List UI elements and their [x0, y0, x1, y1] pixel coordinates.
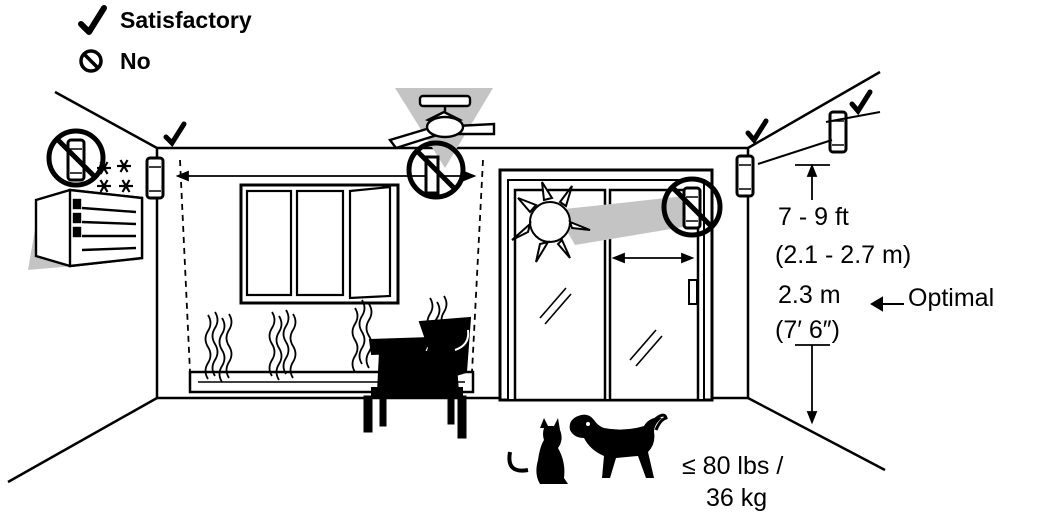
sensor-good-left — [147, 158, 163, 198]
legend-prohibited-icon — [78, 48, 104, 74]
armchair — [364, 318, 470, 438]
optimal-arrow — [872, 298, 904, 310]
height-range-ft: 7 - 9 ft — [778, 205, 849, 230]
ceiling-fan — [390, 88, 494, 168]
check-mark-icon — [748, 121, 766, 140]
optimal-height-ftin: (7′ 6″) — [775, 318, 840, 343]
pet-weight-line2: 36 kg — [706, 486, 767, 511]
legend-no-label: No — [120, 50, 151, 73]
optimal-height-m: 2.3 m — [778, 283, 841, 308]
window — [241, 185, 398, 303]
check-mark-icon — [852, 92, 870, 111]
legend-check-mark-icon — [78, 4, 108, 38]
height-range-m: (2.1 - 2.7 m) — [775, 243, 911, 268]
pet-weight-line1: ≤ 80 lbs / — [682, 454, 783, 479]
optimal-label: Optimal — [908, 286, 994, 311]
sensor-good-right — [737, 156, 753, 196]
air-conditioner — [28, 190, 142, 270]
cat — [509, 418, 568, 484]
legend-satisfactory-label: Satisfactory — [120, 9, 252, 32]
check-mark-icon — [166, 124, 184, 143]
sensor-mount-lines — [758, 112, 880, 164]
dog — [570, 415, 666, 478]
